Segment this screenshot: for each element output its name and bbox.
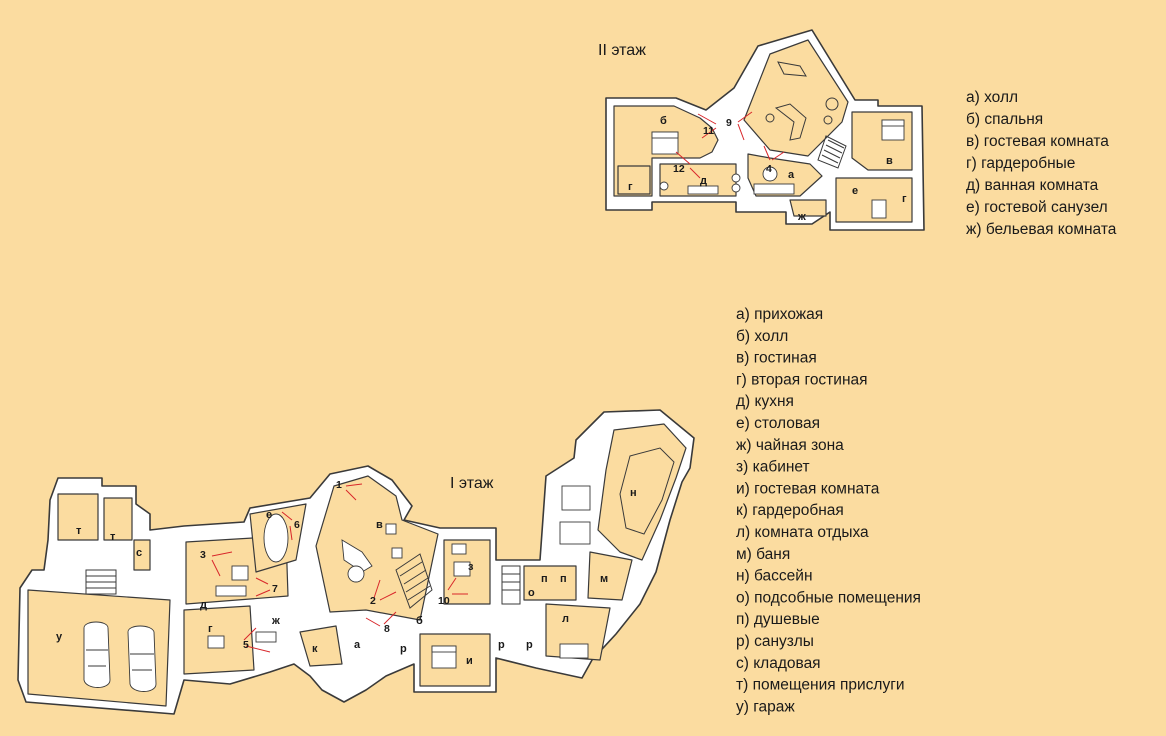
legend-item: а) холл xyxy=(966,89,1018,106)
viewpoint-2: 2 xyxy=(370,595,376,607)
viewpoint-1: 1 xyxy=(336,479,342,491)
legend-item: у) гараж xyxy=(736,698,795,715)
room-i-guest-room: и xyxy=(466,655,473,667)
room-p-shower-2: п xyxy=(560,573,567,585)
room-g-dressing-1: г xyxy=(628,181,633,193)
legend-item: а) прихожая xyxy=(736,306,823,323)
room-d-kitchen: д xyxy=(200,599,207,611)
room-n-pool: н xyxy=(630,487,637,499)
second-floor-plan: 9 11 12 4 а б в г г д е ж xyxy=(605,29,925,231)
legend-item: ж) чайная зона xyxy=(736,437,844,454)
room-g-second-lounge: г xyxy=(208,623,213,635)
legend-item: д) кухня xyxy=(736,393,794,410)
room-s-storage: с xyxy=(136,547,142,559)
room-d-bathroom: д xyxy=(700,175,707,187)
legend-item: б) холл xyxy=(736,328,788,345)
room-k-wardrobe: к xyxy=(312,643,318,655)
viewpoint-10: 10 xyxy=(438,595,450,607)
legend-item: г) гардеробные xyxy=(966,155,1075,172)
legend-item: с) кладовая xyxy=(736,655,821,672)
room-g-dressing-2: г xyxy=(902,193,907,205)
room-t-servants-1: т xyxy=(76,525,82,537)
second-floor-title: II этаж xyxy=(598,42,646,59)
legend-item: в) гостиная xyxy=(736,350,817,367)
legend-item: ж) бельевая комната xyxy=(966,221,1117,238)
room-r-wc-3: р xyxy=(526,639,533,651)
room-m-bath: м xyxy=(600,573,608,585)
legend-item: б) спальня xyxy=(966,111,1043,128)
viewpoint-7: 7 xyxy=(272,583,278,595)
first-floor-plan: 1 2 3 5 6 7 8 10 а б в г д е ж з и к л м… xyxy=(17,409,695,715)
viewpoint-5: 5 xyxy=(243,639,249,651)
room-l-rest-room: л xyxy=(562,613,569,625)
room-p-shower-1: п xyxy=(541,573,548,585)
legend-item: е) гостевой санузел xyxy=(966,199,1108,216)
legend-item: н) бассейн xyxy=(736,568,813,585)
room-t-servants-2: т xyxy=(110,531,116,543)
viewpoint-4: 4 xyxy=(766,163,772,175)
legend-item: р) санузлы xyxy=(736,633,814,650)
viewpoint-9: 9 xyxy=(726,117,732,129)
legend-item: о) подсобные помещения xyxy=(736,589,921,606)
room-e-guest-wc: е xyxy=(852,185,858,197)
room-r-wc-2: р xyxy=(498,639,505,651)
first-floor-title: I этаж xyxy=(450,475,494,492)
room-a-hall: а xyxy=(788,169,795,181)
legend-item: в) гостевая комната xyxy=(966,133,1109,150)
viewpoint-3: 3 xyxy=(200,549,206,561)
second-floor-legend: а) холл б) спальня в) гостевая комната г) г… xyxy=(966,89,1117,238)
legend-item: и) гостевая комната xyxy=(736,480,880,497)
room-a-entrance: а xyxy=(354,639,361,651)
room-e-dining: е xyxy=(266,509,272,521)
room-r-wc-1: р xyxy=(400,643,407,655)
legend-item: е) столовая xyxy=(736,415,820,432)
legend-item: з) кабинет xyxy=(736,459,810,476)
legend-item: т) помещения прислуги xyxy=(736,677,905,694)
legend-item: л) комната отдыха xyxy=(736,524,869,541)
room-z-study: з xyxy=(468,561,474,573)
room-u-garage: у xyxy=(56,631,63,643)
viewpoint-6: 6 xyxy=(294,519,300,531)
first-floor-legend: а) прихожая б) холл в) гостиная г) вторая г… xyxy=(736,306,921,715)
legend-item: г) вторая гостиная xyxy=(736,371,868,388)
room-zh-linen: ж xyxy=(797,211,806,223)
viewpoint-12: 12 xyxy=(673,163,685,175)
viewpoint-8: 8 xyxy=(384,623,390,635)
room-b-hall: б xyxy=(416,615,423,627)
room-v-guest-room: в xyxy=(886,155,893,167)
legend-item: п) душевые xyxy=(736,611,820,628)
legend-item: м) баня xyxy=(736,546,790,563)
legend-item: д) ванная комната xyxy=(966,177,1099,194)
room-zh-tea-zone: ж xyxy=(271,615,280,627)
viewpoint-11: 11 xyxy=(703,125,714,137)
legend-item: к) гардеробная xyxy=(736,502,844,519)
room-b-bedroom: б xyxy=(660,115,667,127)
room-v-living: в xyxy=(376,519,383,531)
room-o-utility: о xyxy=(528,587,535,599)
